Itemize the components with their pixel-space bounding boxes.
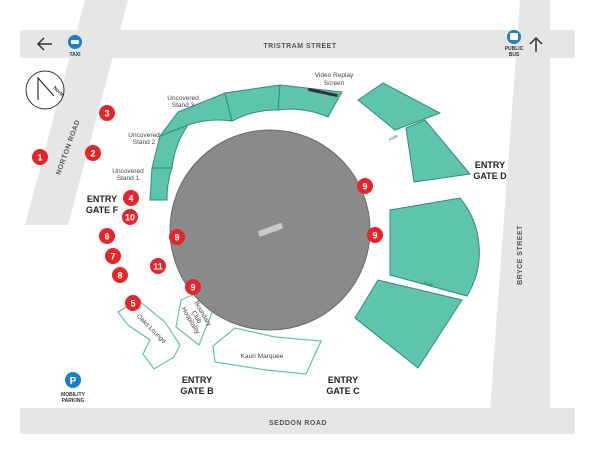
north-compass: North (25, 70, 65, 110)
compass-icon (25, 70, 65, 110)
gate-b-label-1: ENTRY (182, 375, 212, 385)
north-stand-left (224, 84, 281, 122)
aisle-label-upper: Aisle (388, 133, 399, 142)
marker-11[interactable]: 11 (150, 258, 166, 274)
uncovered-stand-3-label-2: Stand 3 (172, 102, 195, 109)
arrow-up-icon (529, 36, 543, 52)
uncovered-stand-2-label-2: Stand 2 (133, 139, 156, 146)
marker-4[interactable]: 4 (123, 190, 139, 206)
gate-d-label-2: GATE D (473, 171, 507, 181)
marker-10[interactable]: 10 (122, 209, 138, 225)
parking-letter: P (70, 376, 77, 387)
marker-9-south-west[interactable]: 9 (185, 279, 201, 295)
svg-text:3: 3 (104, 109, 109, 119)
kauri-marquee-label: Kauri Marquee (241, 353, 284, 360)
uncovered-stand-1-label-2: Stand 1 (117, 175, 140, 182)
bryce-street-label: BRYCE STREET (517, 225, 524, 285)
marker-8[interactable]: 8 (112, 267, 128, 283)
public-bus-stop: PUBLIC BUS (505, 30, 543, 58)
marker-9-west[interactable]: 9 (169, 229, 185, 245)
gate-f-label-2: GATE F (86, 205, 119, 215)
gate-f-label-1: ENTRY (87, 194, 117, 204)
marker-3[interactable]: 3 (99, 105, 115, 121)
svg-text:4: 4 (128, 194, 133, 204)
arrow-left-icon (36, 37, 52, 51)
svg-text:9: 9 (372, 231, 377, 241)
public-bus-label-2: BUS (509, 52, 520, 58)
uncovered-stand-1-label-1: Uncovered (112, 168, 144, 175)
svg-text:9: 9 (190, 283, 195, 293)
oaks-lounge (117, 299, 181, 370)
svg-text:5: 5 (130, 299, 135, 309)
east-stand-aisle (405, 119, 471, 183)
cricket-pitch (257, 222, 284, 237)
video-replay-label-2: Screen (324, 80, 345, 87)
svg-text:8: 8 (117, 271, 122, 281)
taxi-stop: TAXI (36, 35, 82, 58)
marker-6[interactable]: 6 (99, 228, 115, 244)
marker-9-east[interactable]: 9 (367, 227, 383, 243)
marker-7[interactable]: 7 (105, 248, 121, 264)
parking-label: PARKING (62, 398, 85, 404)
east-stand-main (389, 197, 480, 297)
mobility-parking: P MOBILITY PARKING (61, 372, 86, 404)
gate-d-label-1: ENTRY (475, 160, 505, 170)
svg-text:6: 6 (104, 232, 109, 242)
marker-9-north-east[interactable]: 9 (357, 178, 373, 194)
public-bus-label-1: PUBLIC (505, 46, 524, 52)
kauri-marquee (212, 327, 322, 375)
seddon-road-label: SEDDON ROAD (269, 420, 327, 427)
aisle-label-lower: Aisle (423, 280, 434, 287)
svg-text:9: 9 (174, 233, 179, 243)
bryce-street-road (490, 0, 550, 410)
svg-text:9: 9 (362, 182, 367, 192)
uncovered-stand-3-label-1: Uncovered (167, 95, 199, 102)
seddon-road-road (20, 408, 575, 434)
video-replay-label-1: Video Replay (315, 72, 354, 79)
taxi-label: TAXI (69, 52, 81, 58)
gate-c-label-2: GATE C (326, 386, 360, 396)
svg-text:11: 11 (153, 262, 163, 272)
video-replay-screen (307, 87, 338, 98)
east-stand-upper (357, 82, 442, 131)
svg-text:7: 7 (110, 252, 115, 262)
east-stand-lower (354, 279, 463, 369)
gate-c-label-1: ENTRY (328, 375, 358, 385)
tristram-street-label: TRISTRAM STREET (263, 43, 336, 50)
roads (20, 0, 575, 434)
svg-text:1: 1 (37, 153, 42, 163)
gate-b-label-2: GATE B (180, 386, 214, 396)
uncovered-stand-2-label-1: Uncovered (128, 132, 160, 139)
parking-icon (65, 372, 81, 388)
norton-road-road (25, 0, 128, 225)
svg-text:10: 10 (125, 213, 135, 223)
uncovered-stand-1 (149, 167, 173, 201)
markers: 1 2 3 4 5 6 7 8 9 9 9 9 10 11 (32, 105, 383, 311)
svg-text:2: 2 (90, 149, 95, 159)
marker-2[interactable]: 2 (85, 145, 101, 161)
marker-5[interactable]: 5 (125, 295, 141, 311)
marker-1[interactable]: 1 (32, 149, 48, 165)
mobility-label: MOBILITY (61, 392, 86, 398)
